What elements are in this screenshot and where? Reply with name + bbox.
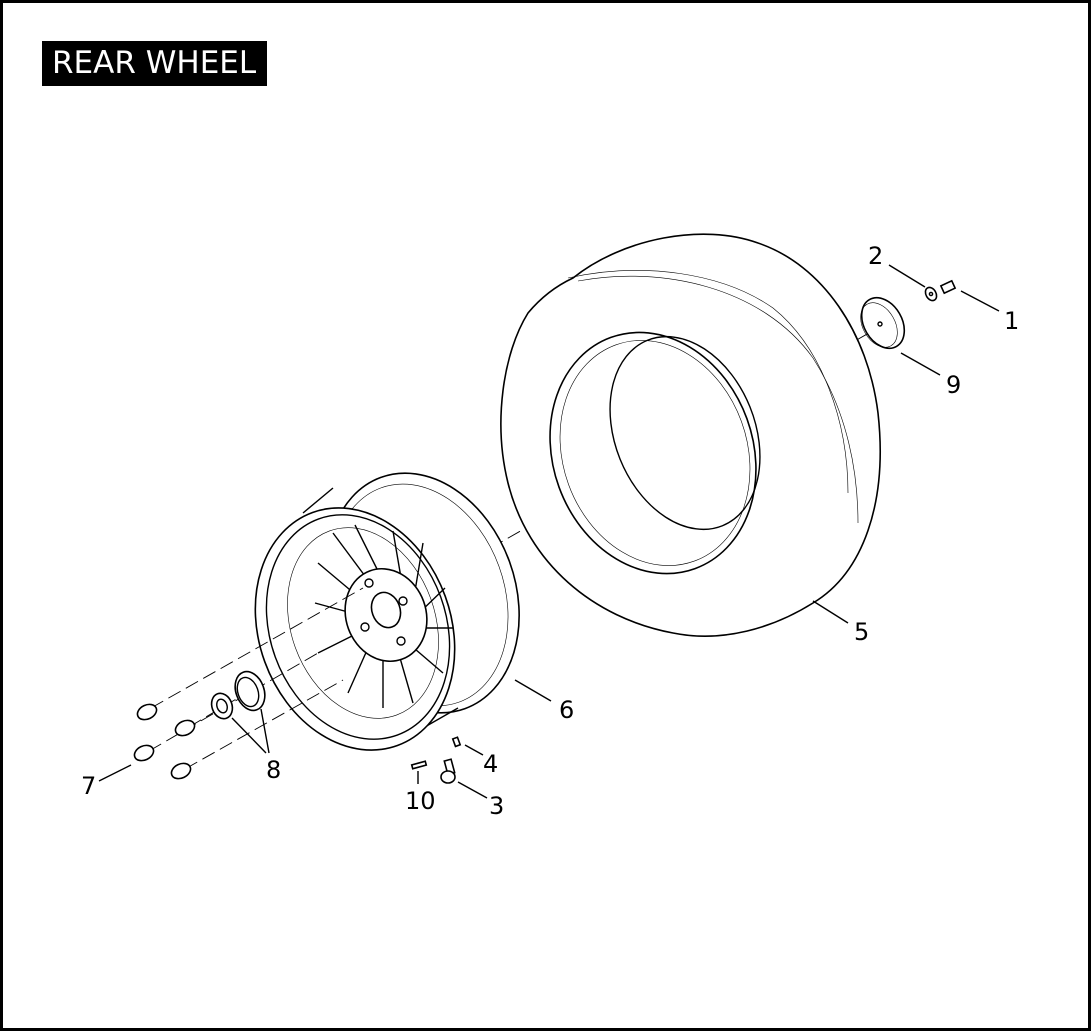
callout-10: 10 <box>405 787 436 815</box>
callout-3: 3 <box>489 792 504 820</box>
callout-9: 9 <box>946 371 961 399</box>
callout-8: 8 <box>266 756 281 784</box>
leader-6 <box>514 679 552 702</box>
callout-4: 4 <box>483 750 498 778</box>
callout-1: 1 <box>1004 307 1019 335</box>
leader-5 <box>812 600 849 624</box>
leader-9 <box>900 352 941 376</box>
center-cap-assembly: 9 2 1 <box>860 242 1019 399</box>
leader-1 <box>960 290 1000 312</box>
leader-2 <box>888 264 926 288</box>
callout-6: 6 <box>559 696 574 724</box>
valve-stem-parts: 4 3 10 <box>405 736 504 820</box>
leader-3 <box>457 781 488 799</box>
tire: 5 <box>500 233 881 646</box>
leader-8b <box>260 708 270 754</box>
lug-nuts: 7 <box>81 703 196 800</box>
leader-8a <box>231 717 267 754</box>
callout-2: 2 <box>868 242 883 270</box>
bearing-spacer: 8 <box>210 670 281 784</box>
leader-7 <box>98 764 132 782</box>
wheel-exploded-diagram: 5 9 2 1 <box>81 233 1019 820</box>
callout-5: 5 <box>854 618 869 646</box>
wheel: 6 <box>254 472 574 751</box>
leader-4 <box>464 744 484 756</box>
diagram-title: REAR WHEEL <box>42 41 267 86</box>
callout-7: 7 <box>81 772 96 800</box>
